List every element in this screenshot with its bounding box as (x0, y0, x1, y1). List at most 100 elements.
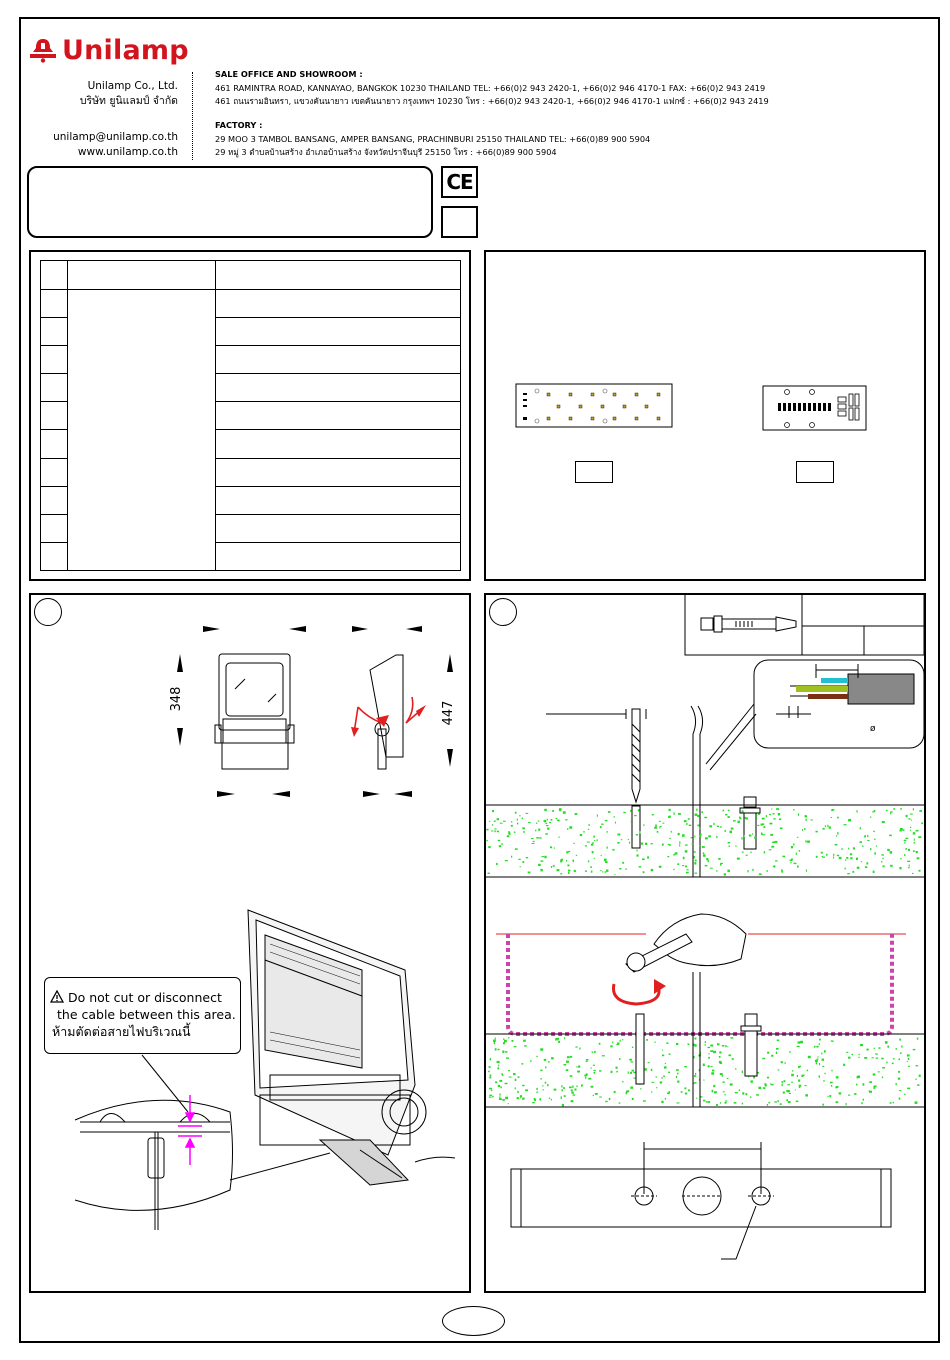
ground-speckle (719, 1051, 722, 1054)
ground-speckle (522, 827, 525, 830)
ground-speckle (503, 820, 506, 822)
ground-speckle (668, 1091, 671, 1094)
ground-speckle (709, 825, 713, 828)
ground-speckle (548, 1097, 551, 1099)
ground-speckle (697, 814, 700, 818)
ground-speckle (841, 848, 844, 850)
ground-speckle (675, 1075, 678, 1078)
ground-speckle (798, 1066, 800, 1069)
ground-speckle (488, 1070, 490, 1073)
ground-speckle (550, 819, 553, 821)
ground-speckle (569, 1055, 573, 1058)
company-website[interactable]: www.unilamp.co.th (77, 146, 178, 158)
ground-speckle (588, 1077, 592, 1080)
ground-speckle (604, 819, 608, 822)
ground-speckle (895, 1048, 897, 1050)
ground-speckle (606, 869, 609, 872)
ground-speckle (798, 813, 800, 816)
ground-speckle (575, 1046, 578, 1048)
ground-speckle (710, 1044, 714, 1047)
ground-speckle (696, 808, 698, 811)
cable-warning-callout: Do not cut or disconnect the cable betwe… (44, 977, 241, 1054)
ground-speckle (491, 830, 494, 832)
ground-speckle (487, 872, 490, 874)
ground-speckle (735, 1068, 737, 1070)
ce-mark: CE (446, 170, 473, 194)
table-cell (215, 373, 461, 403)
ground-speckle (768, 1101, 771, 1104)
ground-speckle (517, 1090, 519, 1094)
dimension-height-side: 447 (441, 701, 456, 726)
ground-speckle (905, 837, 909, 839)
ground-speckle (787, 1101, 791, 1103)
ground-speckle (506, 1057, 509, 1059)
ground-speckle (674, 852, 678, 855)
ground-speckle (525, 857, 529, 859)
ground-speckle (829, 1095, 832, 1098)
ground-speckle (921, 822, 924, 825)
ground-speckle (522, 861, 525, 863)
ground-speckle (556, 869, 560, 872)
ground-speckle (550, 846, 553, 849)
ground-speckle (486, 828, 489, 831)
ground-speckle (497, 1067, 500, 1070)
ground-speckle (560, 860, 563, 863)
ground-speckle (758, 1086, 762, 1089)
ground-speckle (499, 1080, 503, 1082)
ground-speckle (817, 1056, 819, 1058)
ground-speckle (845, 1103, 847, 1106)
ground-speckle (748, 834, 752, 837)
ground-speckle (590, 843, 594, 846)
ground-speckle (882, 865, 885, 868)
ground-speckle (806, 1069, 809, 1072)
ground-speckle (756, 1094, 759, 1096)
factory-address-en: 29 MOO 3 TAMBOL BANSANG, AMPER BANSANG, … (215, 133, 651, 144)
ground-speckle (627, 839, 630, 841)
ground-speckle (670, 830, 672, 833)
ground-speckle (766, 1076, 770, 1079)
ground-speckle (561, 1103, 564, 1107)
ground-speckle (662, 822, 665, 824)
ground-speckle (511, 855, 513, 858)
ground-speckle (918, 869, 921, 872)
ground-speckle (577, 1070, 580, 1073)
ground-speckle (546, 818, 548, 821)
ground-speckle (583, 831, 585, 833)
ground-speckle (792, 1070, 794, 1072)
ground-speckle (714, 1091, 717, 1094)
ground-speckle (753, 1076, 755, 1079)
ground-speckle (561, 1085, 563, 1088)
ground-speckle (668, 815, 671, 818)
ground-speckle (494, 1037, 496, 1040)
ground-speckle (820, 851, 823, 854)
ground-speckle (635, 834, 638, 836)
ground-speckle (780, 1061, 783, 1064)
ground-speckle (794, 1089, 796, 1091)
ground-speckle (724, 1094, 726, 1096)
ground-speckle (504, 860, 508, 862)
sale-office-address-en: 461 RAMINTRA ROAD, KANNAYAO, BANGKOK 102… (215, 82, 766, 93)
table-header-no (40, 260, 68, 290)
ground-speckle (685, 871, 689, 874)
ground-speckle (682, 856, 685, 860)
ground-speckle (777, 1100, 779, 1103)
table-cell (215, 485, 461, 515)
ground-speckle (875, 1053, 878, 1055)
ground-speckle (694, 859, 697, 862)
ground-speckle (912, 832, 916, 835)
company-email[interactable]: unilamp@unilamp.co.th (53, 131, 178, 143)
ground-speckle (776, 1039, 780, 1042)
ground-speckle (750, 851, 752, 854)
ground-speckle (731, 1058, 734, 1060)
ground-speckle (710, 1065, 713, 1067)
ground-speckle (822, 856, 825, 858)
ground-speckle (789, 1051, 791, 1053)
ground-speckle (489, 820, 491, 822)
ground-speckle (682, 834, 685, 837)
table-cell (215, 345, 461, 375)
ground-speckle (867, 839, 870, 841)
ground-speckle (758, 813, 760, 815)
ground-speckle (662, 843, 664, 846)
ground-speckle (651, 1091, 653, 1093)
ground-speckle (692, 1056, 695, 1059)
